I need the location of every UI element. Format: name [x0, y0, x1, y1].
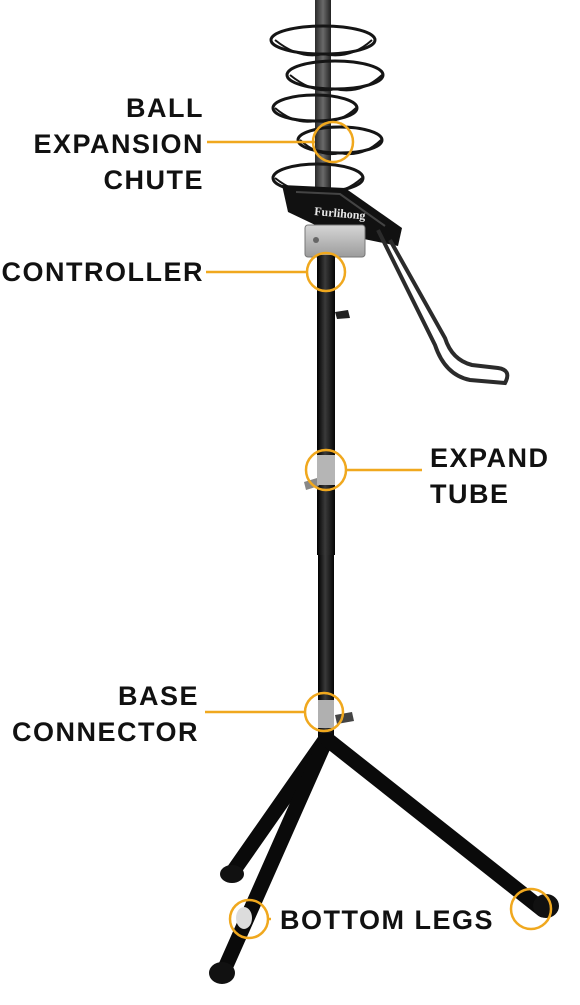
label-line: EXPAND: [430, 443, 550, 473]
controller-knob: [313, 237, 319, 243]
expand-tube-joint: [317, 455, 335, 485]
leg-clamp-white: [236, 907, 252, 929]
label-controller: CONTROLLER: [0, 254, 204, 290]
chute-mesh-4: [299, 139, 382, 156]
handle-wire: [376, 229, 510, 386]
leg-foot-right: [533, 894, 559, 918]
feeder-highlight: [295, 191, 386, 227]
label-line: CONNECTOR: [11, 717, 199, 747]
label-line: BASE: [117, 681, 199, 711]
label-ball-expansion-chute: BALL EXPANSION CHUTE: [0, 90, 204, 198]
leg-front: [217, 732, 334, 976]
marker-base-connector: [303, 691, 345, 733]
base-connector-joint: [318, 700, 334, 728]
leg-foot-back: [220, 865, 244, 883]
label-base-connector: BASE CONNECTOR: [0, 678, 199, 750]
marker-controller: [305, 251, 347, 293]
label-line: BOTTOM LEGS: [280, 905, 495, 935]
leg-right: [320, 732, 551, 918]
marker-bottom-legs-left: [228, 898, 270, 940]
brand-mark: Furlihong: [314, 204, 366, 222]
label-line: CONTROLLER: [1, 257, 204, 287]
label-expand-tube: EXPAND TUBE: [430, 440, 550, 512]
feeder-body: [282, 185, 402, 246]
chute-mesh-1: [274, 39, 373, 57]
marker-bottom-legs-right: [509, 887, 553, 931]
label-line: EXPANSION: [33, 129, 204, 159]
marker-ball-chute: [311, 120, 355, 164]
label-bottom-legs: BOTTOM LEGS: [280, 902, 494, 938]
label-line: TUBE: [430, 479, 510, 509]
label-line: CHUTE: [103, 165, 204, 195]
main-pole-lower: [318, 555, 334, 745]
chute-mesh-3: [274, 107, 357, 123]
main-pole: [317, 255, 335, 555]
chute-mesh-2: [289, 74, 383, 92]
marker-expand-tube: [304, 448, 348, 492]
upper-clamp-knob: [335, 310, 350, 319]
leg-foot-front: [209, 962, 235, 984]
label-line: BALL: [126, 93, 204, 123]
base-connector-knob: [335, 712, 354, 724]
